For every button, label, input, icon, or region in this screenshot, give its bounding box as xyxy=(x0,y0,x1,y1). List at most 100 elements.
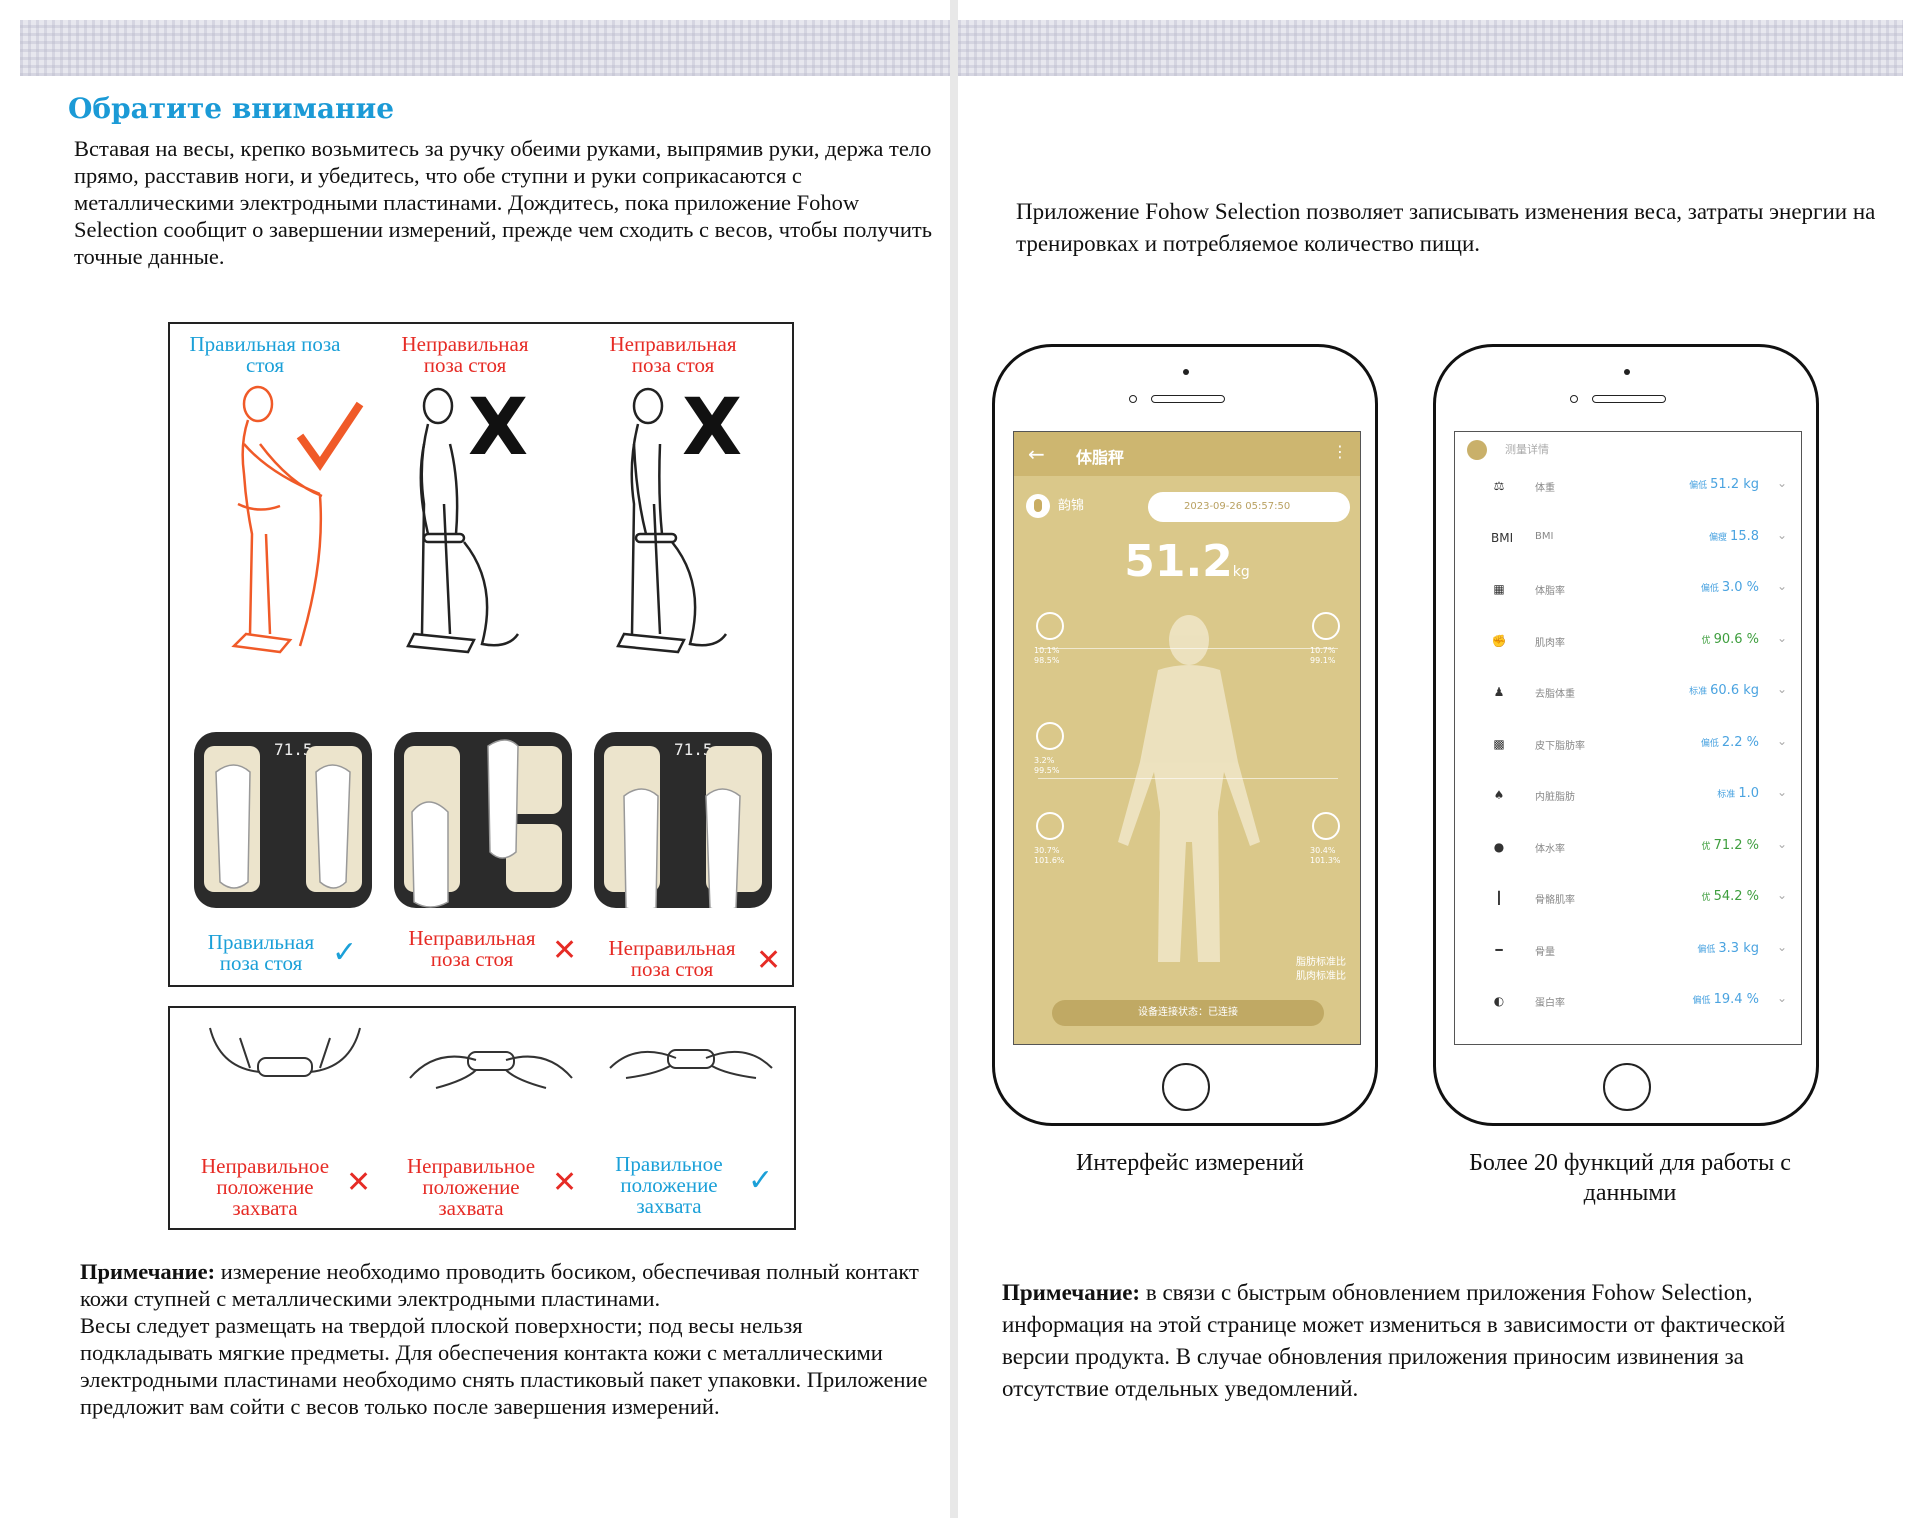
page-gutter xyxy=(950,0,958,1518)
metrics-header: 测量详情 xyxy=(1467,440,1549,460)
weight-display: 51.2kg xyxy=(1014,536,1360,587)
bmi-icon: BMI xyxy=(1491,530,1514,545)
more-menu-icon[interactable]: ⋮ xyxy=(1332,442,1348,461)
metric-tag: 标准 xyxy=(1689,687,1708,697)
segment-left-leg: 30.7%101.6% xyxy=(1034,846,1065,866)
chevron-down-icon[interactable]: ⌄ xyxy=(1776,579,1787,593)
metric-tag: 优 xyxy=(1701,841,1711,852)
left-note: Примечание: измерение необходимо проводи… xyxy=(80,1258,940,1420)
metric-name: 肌肉率 xyxy=(1535,637,1565,649)
grip-caption-3: Правильное положение захвата xyxy=(615,1152,723,1218)
wrong-stance-figure-2: X xyxy=(616,384,742,654)
date-picker[interactable]: 2023-09-26 05:57:50 xyxy=(1148,492,1350,522)
skeletal-muscle-icon: ┃ xyxy=(1495,891,1503,905)
phone-measurement-interface: ← 体脂秤 ⋮ 韵锦 2023-09-26 05:57:50 51.2kg 10… xyxy=(992,344,1378,1126)
note-text: в связи с быстрым обновлением приложения… xyxy=(1002,1280,1786,1401)
chevron-down-icon[interactable]: ⌄ xyxy=(1776,682,1787,696)
chevron-down-icon[interactable]: ⌄ xyxy=(1776,733,1787,748)
metric-name: BMI xyxy=(1535,530,1554,542)
note-text-2: Весы следует размещать на твердой плоско… xyxy=(80,1313,928,1419)
metric-tag: 标准 xyxy=(1717,790,1736,800)
stance-caption-3: Неправильная поза стоя xyxy=(609,332,737,377)
metric-name: 体脂率 xyxy=(1535,586,1565,597)
check-icon: ✓ xyxy=(332,935,358,970)
date-text: 2023-09-26 05:57:50 xyxy=(1184,501,1291,512)
cross-icon: ✕ xyxy=(552,933,578,968)
sensor-dot xyxy=(1129,395,1137,403)
camera-dot xyxy=(1624,369,1630,375)
app-screen-measurement: ← 体脂秤 ⋮ 韵锦 2023-09-26 05:57:50 51.2kg 10… xyxy=(1013,431,1361,1045)
left-leg-icon xyxy=(1036,812,1064,840)
chevron-down-icon[interactable]: ⌄ xyxy=(1776,630,1787,645)
user-name: 韵锦 xyxy=(1058,498,1085,514)
app-title: 体脂秤 xyxy=(1076,448,1125,467)
chevron-down-icon[interactable]: ⌄ xyxy=(1776,527,1787,542)
divider-line xyxy=(1038,778,1338,779)
device-status-bar: 设备连接状态：已连接 xyxy=(1052,1000,1324,1026)
page-title: Обратите внимание xyxy=(68,92,395,125)
decorative-top-band xyxy=(20,20,950,76)
segment-muscle: 99.1% xyxy=(1310,656,1336,665)
protein-icon: ◐ xyxy=(1493,994,1505,1008)
note-label: Примечание: xyxy=(1002,1280,1141,1305)
segment-fat: 3.2% xyxy=(1034,756,1055,765)
user-selector[interactable]: 韵锦 xyxy=(1026,494,1084,518)
grip-hands-wrong-2 xyxy=(409,1051,573,1089)
metric-number: 2.2 % xyxy=(1721,734,1759,750)
feet-caption-2: Неправильная поза стоя xyxy=(408,926,536,971)
app-bar: ← 体脂秤 ⋮ xyxy=(1014,432,1360,476)
back-arrow-icon[interactable]: ← xyxy=(1028,442,1045,466)
metric-number: 19.4 % xyxy=(1713,992,1759,1007)
segment-muscle: 101.6% xyxy=(1034,856,1065,865)
avatar xyxy=(1026,494,1050,518)
scale-pad-correct: 71.5 xyxy=(194,732,372,908)
metric-tag: 偏低 xyxy=(1700,738,1719,749)
metric-name: 骨量 xyxy=(1535,946,1555,958)
metric-name: 皮下脂肪率 xyxy=(1535,740,1585,752)
metric-tag: 偏低 xyxy=(1692,996,1711,1006)
metric-name: 去脂体重 xyxy=(1535,689,1575,700)
cross-icon: ✕ xyxy=(552,1165,578,1200)
segment-fat: 30.4% xyxy=(1310,846,1336,855)
scale-pad-wrong-2: 71.5 xyxy=(594,732,772,908)
weight-unit: kg xyxy=(1232,564,1250,580)
chevron-down-icon[interactable]: ⌄ xyxy=(1776,991,1787,1005)
metric-tag: 优 xyxy=(1701,893,1711,903)
chevron-down-icon[interactable]: ⌄ xyxy=(1776,888,1787,902)
metric-number: 15.8 xyxy=(1730,528,1759,544)
grip-hands-wrong-1 xyxy=(209,1027,361,1077)
metric-number: 1.0 xyxy=(1738,786,1759,801)
svg-text:X: X xyxy=(468,384,528,473)
chevron-down-icon[interactable]: ⌄ xyxy=(1776,785,1787,799)
trunk-icon xyxy=(1036,722,1064,750)
chevron-down-icon[interactable]: ⌄ xyxy=(1776,939,1787,954)
scale-display: 71.5 xyxy=(674,740,713,759)
metric-number: 60.6 kg xyxy=(1710,683,1759,698)
muscle-icon: ✊ xyxy=(1491,633,1507,648)
metric-number: 51.2 kg xyxy=(1710,477,1759,492)
legend: 脂肪标准比 肌肉标准比 xyxy=(1296,956,1346,984)
metric-tag: 偏低 xyxy=(1697,944,1716,955)
sensor-dot xyxy=(1570,395,1578,403)
metric-tag: 优 xyxy=(1701,635,1711,646)
chevron-down-icon[interactable]: ⌄ xyxy=(1776,836,1787,851)
chevron-down-icon[interactable]: ⌄ xyxy=(1776,476,1787,490)
